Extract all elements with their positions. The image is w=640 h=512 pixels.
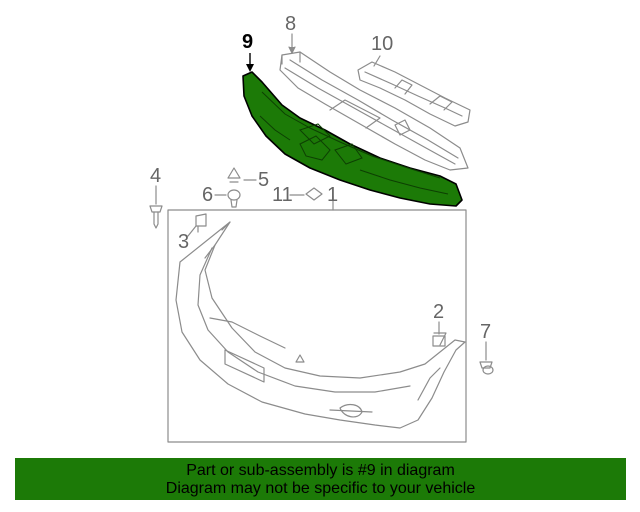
screw-part-4 xyxy=(149,205,163,229)
clip-part-3 xyxy=(195,213,207,233)
clip-part-2 xyxy=(432,335,446,347)
callout-9[interactable]: 9 xyxy=(242,31,254,53)
callout-4[interactable]: 4 xyxy=(150,165,162,187)
callout-3[interactable]: 3 xyxy=(178,231,190,253)
callout-5[interactable]: 5 xyxy=(258,169,270,191)
banner-line-2: Diagram may not be specific to your vehi… xyxy=(165,480,476,497)
energy-absorber-part-9[interactable] xyxy=(242,71,463,207)
pin-part-6 xyxy=(227,189,241,208)
callout-1[interactable]: 1 xyxy=(327,184,339,206)
parts-diagram xyxy=(149,33,494,443)
clip-part-5 xyxy=(227,167,241,183)
arrow-8 xyxy=(288,46,296,54)
leader-3 xyxy=(187,225,197,237)
bumper-cover-part-1 xyxy=(175,221,466,429)
callout-2[interactable]: 2 xyxy=(433,301,445,323)
grommet-part-7 xyxy=(479,361,494,375)
leader-10 xyxy=(373,55,381,67)
clip-part-11 xyxy=(305,187,323,201)
bumper-cover-box xyxy=(167,209,467,443)
arrow-9 xyxy=(246,64,254,72)
info-banner: Part or sub-assembly is #9 in diagram Di… xyxy=(15,458,626,500)
callout-6[interactable]: 6 xyxy=(202,184,214,206)
callout-7[interactable]: 7 xyxy=(480,321,492,343)
callout-10[interactable]: 10 xyxy=(371,33,394,55)
reinforcement-beam-part-8 xyxy=(279,51,469,171)
callout-8[interactable]: 8 xyxy=(285,13,297,35)
callout-11[interactable]: 11 xyxy=(272,184,293,206)
bracket-part-10 xyxy=(357,61,471,127)
banner-line-1: Part or sub-assembly is #9 in diagram xyxy=(186,462,455,479)
